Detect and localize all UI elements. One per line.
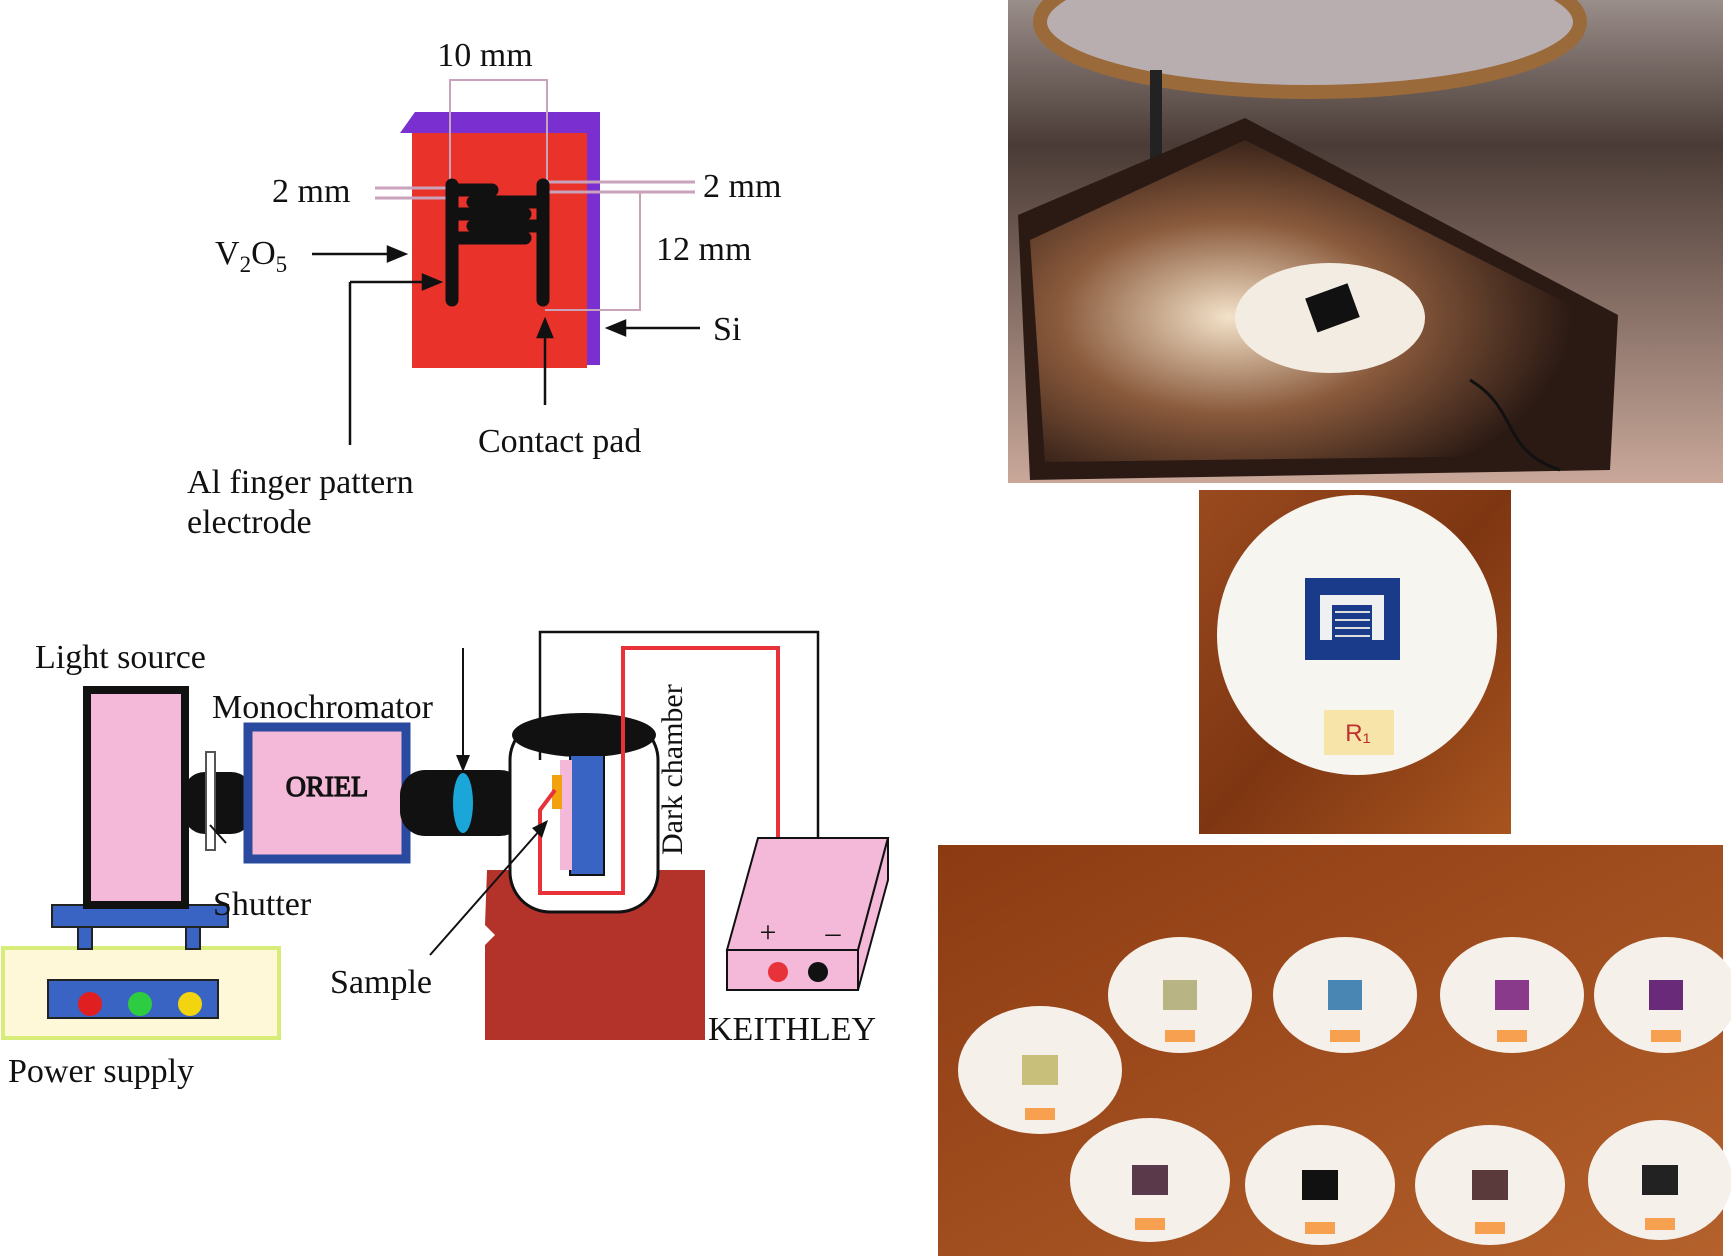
black-wire xyxy=(538,630,820,970)
power-knob-green xyxy=(128,992,152,1016)
mount-tag-text: R₁ xyxy=(1345,720,1370,747)
width-label: 10 mm xyxy=(437,37,532,74)
shutter xyxy=(205,751,216,851)
table xyxy=(485,870,705,1040)
photo-probe-station xyxy=(1008,0,1723,483)
electrode-label-line-2: electrode xyxy=(187,504,312,541)
red-wire xyxy=(538,646,780,970)
light-source-label: Light source xyxy=(35,639,206,676)
power-knob-red xyxy=(78,992,102,1016)
sample-holder xyxy=(569,754,605,876)
monochromator-label: Monochromator xyxy=(212,689,434,726)
oriel-label: ORIEL xyxy=(286,772,368,803)
length-label: 12 mm xyxy=(656,231,751,268)
gap-right-label: 2 mm xyxy=(703,168,781,205)
chamber-lid xyxy=(512,713,656,757)
mount-tag xyxy=(1324,710,1394,755)
substrate-top xyxy=(400,112,600,133)
photo-sample-mount: R₁ xyxy=(1199,490,1511,834)
contact-pad-label: Contact pad xyxy=(478,423,641,460)
substrate-label: Si xyxy=(713,311,741,348)
light-source xyxy=(83,686,189,909)
schematic-arrows xyxy=(312,245,700,445)
dark-chamber-label: Dark chamber xyxy=(656,684,689,855)
measurement-setup: + – Light source Monochromator ORIEL Dar… xyxy=(1,630,890,1090)
plus-sign: + xyxy=(760,916,777,949)
device-schematic: 10 mm 2 mm 2 mm 12 mm V2O5 Si Contact pa… xyxy=(187,37,781,541)
positive-terminal xyxy=(768,962,788,982)
lamp-tube xyxy=(183,772,253,834)
keithley-label: KEITHLEY xyxy=(708,1011,876,1048)
gap-left-label: 2 mm xyxy=(272,173,350,210)
finger-electrode xyxy=(445,178,550,307)
minus-sign: – xyxy=(825,916,842,949)
electrode-label-line-1: Al finger pattern xyxy=(187,464,414,501)
keithley-meter xyxy=(726,949,859,991)
length-dimension-line xyxy=(545,191,641,311)
power-knob-yellow xyxy=(178,992,202,1016)
vanadium-oxide-film xyxy=(412,133,587,368)
film-label: V2O5 xyxy=(215,235,287,277)
power-supply-label: Power supply xyxy=(8,1053,194,1090)
photo-sample-array xyxy=(938,845,1731,1256)
shutter-label: Shutter xyxy=(213,886,312,923)
sample xyxy=(552,775,562,809)
lens xyxy=(453,773,473,833)
width-dimension-line xyxy=(449,79,548,180)
negative-terminal xyxy=(808,962,828,982)
sample-label: Sample xyxy=(330,964,432,1001)
